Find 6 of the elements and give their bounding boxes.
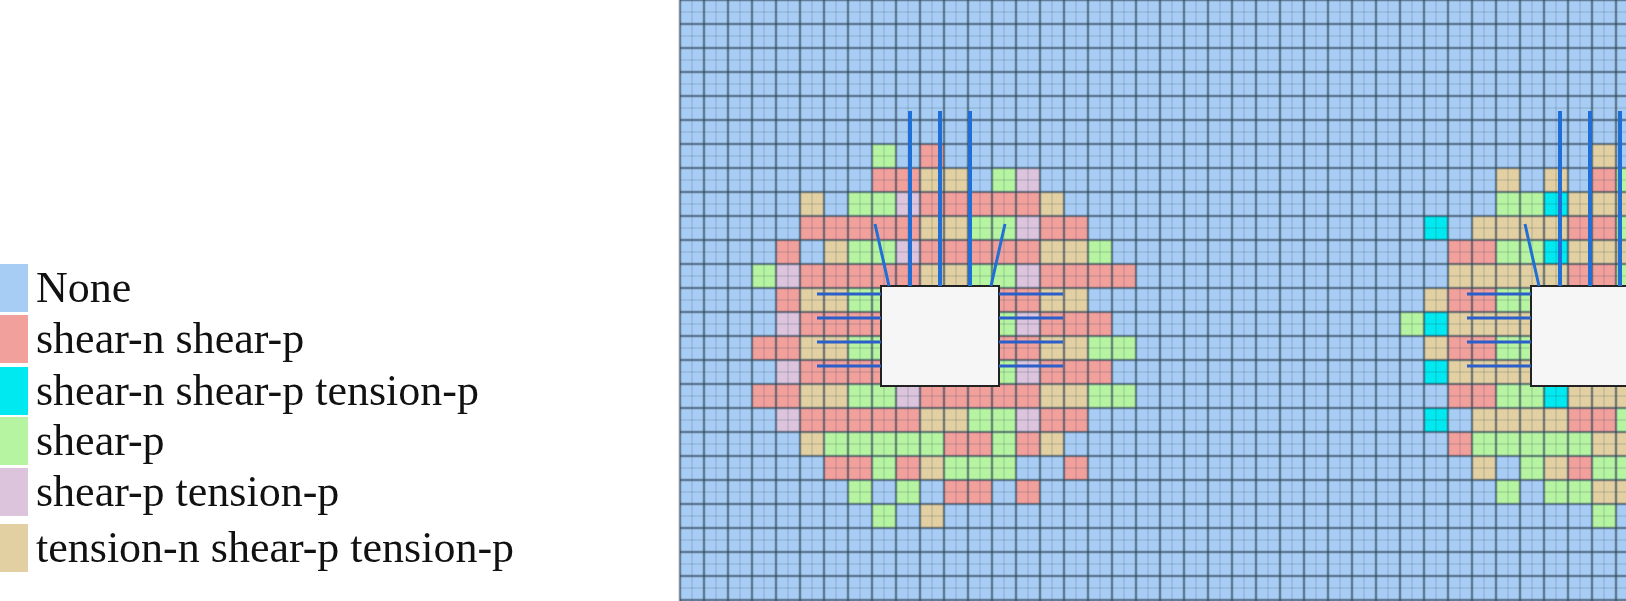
legend-label: tension-n shear-p tension-p xyxy=(36,524,515,572)
legend-label: None xyxy=(36,264,132,312)
legend-label: shear-p xyxy=(36,417,165,465)
legend-label: shear-n shear-p tension-p xyxy=(36,367,479,415)
legend-label: shear-n shear-p xyxy=(36,315,305,363)
legend-label: shear-p tension-p xyxy=(36,468,340,516)
